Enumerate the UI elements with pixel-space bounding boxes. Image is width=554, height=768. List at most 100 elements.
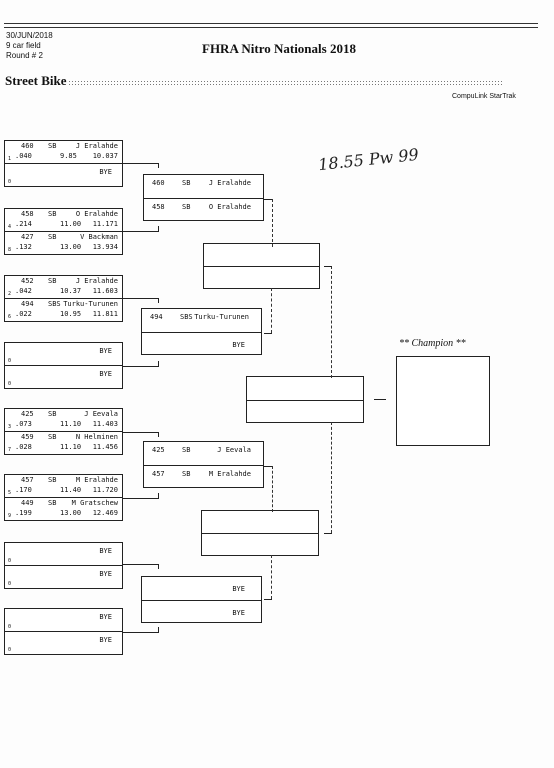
semifinal-box-2 [201, 510, 319, 556]
header-date: 30/JUN/2018 [6, 31, 53, 40]
elapsed-time: 11.00 [60, 220, 82, 228]
final-connector [374, 399, 386, 400]
elapsed-time: 11.10 [60, 443, 82, 451]
lane-number: 0 [8, 624, 12, 630]
matchup-divider [5, 497, 122, 498]
car-class: SBS [180, 313, 193, 321]
lane-number: 4 [8, 224, 12, 230]
lane-number: 2 [8, 291, 12, 297]
car-number: 460 [152, 179, 165, 187]
car-number: 460 [21, 142, 34, 150]
handwritten-note: 18.55 Pw 99 [317, 144, 420, 175]
car-class: SB [182, 179, 191, 187]
top-rule-2 [4, 27, 538, 28]
champion-box [396, 356, 490, 446]
car-class: SB [182, 446, 191, 454]
car-number: 427 [21, 233, 34, 241]
speed-value: 13.934 [92, 243, 118, 251]
speed-value: 11.811 [92, 310, 118, 318]
driver-name: BYE [99, 370, 112, 378]
top-rule-1 [4, 23, 538, 24]
entry-bottom: BYE 0 [5, 165, 122, 186]
final-box [246, 376, 364, 423]
car-class: SB [48, 433, 57, 441]
software-label: CompuLink StarTrak [452, 93, 516, 100]
lane-number: 5 [8, 490, 12, 496]
semifinal-box-1 [203, 243, 320, 289]
speed-value: 11.456 [92, 443, 118, 451]
speed-value: 11.403 [92, 420, 118, 428]
reaction-time: .028 [15, 443, 32, 451]
matchup-divider [5, 298, 122, 299]
reaction-time: .022 [15, 310, 32, 318]
lane-number: 3 [8, 424, 12, 430]
speed-value: 11.171 [92, 220, 118, 228]
driver-name: BYE [99, 570, 112, 578]
driver-name: J Eevala [84, 410, 118, 418]
lane-number: 0 [8, 381, 12, 387]
lane-number: 0 [8, 179, 12, 185]
matchup-divider [142, 332, 261, 333]
car-class: SB [48, 142, 57, 150]
semifinal-divider [204, 266, 319, 267]
driver-name: J Eralahde [208, 179, 251, 187]
matchup-divider [5, 365, 122, 366]
entry-top: BYE 0 [5, 544, 122, 565]
matchup-divider [5, 231, 122, 232]
elapsed-time: 11.10 [60, 420, 82, 428]
semifinal-divider [202, 533, 318, 534]
driver-name: BYE [99, 547, 112, 555]
lane-number: 8 [8, 247, 12, 253]
driver-name: Turku-Turunen [63, 300, 118, 308]
speed-value: 10.037 [92, 152, 118, 160]
car-class: SB [48, 410, 57, 418]
elapsed-time: 13.00 [60, 509, 82, 517]
driver-name: BYE [99, 168, 112, 176]
reaction-time: .042 [15, 287, 32, 295]
elapsed-time: 9.85 [60, 152, 77, 160]
reaction-time: .132 [15, 243, 32, 251]
reaction-time: .073 [15, 420, 32, 428]
elapsed-time: 13.00 [60, 243, 82, 251]
page-title: FHRA Nitro Nationals 2018 [202, 41, 356, 56]
driver-name: J Eralahde [75, 277, 118, 285]
matchup-divider [5, 431, 122, 432]
driver-name: BYE [232, 341, 245, 349]
car-number: 457 [21, 476, 34, 484]
header-meta: 30/JUN/2018 9 car field Round # 2 [6, 31, 53, 61]
lane-number: 1 [8, 156, 12, 162]
lane-number: 0 [8, 647, 12, 653]
lane-number: 0 [8, 558, 12, 564]
car-class: SB [48, 476, 57, 484]
driver-name: M Eralahde [208, 470, 251, 478]
speed-value: 11.720 [92, 486, 118, 494]
header-field: 9 car field [6, 41, 41, 50]
car-number: 459 [21, 433, 34, 441]
car-class: SBS [48, 300, 61, 308]
reaction-time: .170 [15, 486, 32, 494]
car-class: SB [48, 233, 57, 241]
driver-name: J Eralahde [75, 142, 118, 150]
driver-name: BYE [99, 347, 112, 355]
car-number: 425 [152, 446, 165, 454]
